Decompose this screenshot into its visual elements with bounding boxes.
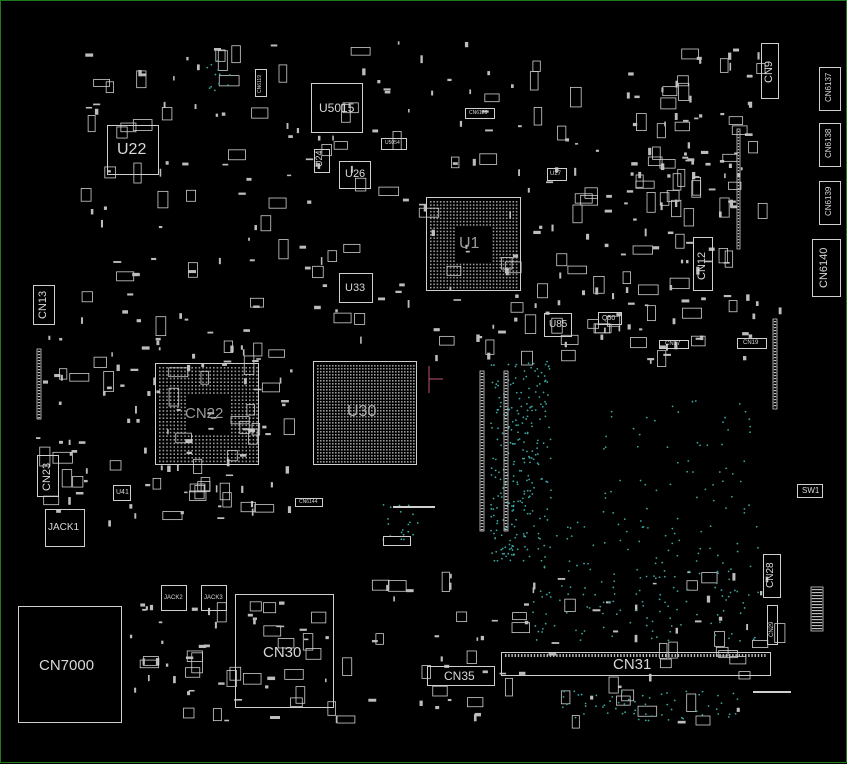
connector-cn13 <box>33 285 55 325</box>
jack-jack2 <box>161 585 187 611</box>
connector-cn28 <box>763 554 781 598</box>
label-cn6119: CN6119 <box>257 75 263 93</box>
connector-cn30 <box>235 594 334 708</box>
label-cn31: CN31 <box>613 656 652 673</box>
connector-cn6144 <box>295 498 323 507</box>
label-sw1: SW1 <box>802 486 820 495</box>
connector-cn6139 <box>819 181 841 225</box>
switch-sw1 <box>797 484 823 498</box>
label-cn6129: CN6129 <box>469 110 488 116</box>
chip-u33 <box>339 273 373 303</box>
connector-cn35 <box>427 666 495 686</box>
chip-u85 <box>544 313 572 337</box>
connector-cn6138 <box>819 123 841 167</box>
chip-u27 <box>547 168 567 181</box>
label-cn13: CN13 <box>37 290 49 319</box>
bga-u30 <box>313 361 417 465</box>
label-jack2: JACK2 <box>164 595 183 601</box>
connector-cn9 <box>761 43 779 99</box>
connector-cn6140 <box>812 239 841 297</box>
label-cn7000: CN7000 <box>39 657 95 674</box>
jack-jack3 <box>201 585 227 611</box>
bga-u1 <box>426 197 521 291</box>
label-u41: U41 <box>116 489 129 496</box>
label-u5054: U5054 <box>385 140 400 146</box>
label-jack3: JACK3 <box>204 595 223 601</box>
chip-u5054 <box>381 138 407 150</box>
label-cn12: CN12 <box>696 251 708 280</box>
chip-u26 <box>339 161 371 189</box>
label-u33: U33 <box>345 282 366 294</box>
label-u30: U30 <box>347 403 377 420</box>
chip-u24 <box>314 149 330 173</box>
label-u26: U26 <box>345 168 366 180</box>
transistor-q50 <box>598 312 622 325</box>
label-jack1: JACK1 <box>48 522 80 533</box>
connector-cn19 <box>737 338 767 349</box>
connector-cn6129 <box>465 108 495 119</box>
label-u27: U27 <box>550 171 562 177</box>
label-cn23: CN23 <box>41 462 53 491</box>
label-cn6137: CN6137 <box>824 72 833 102</box>
label-cn6138: CN6138 <box>824 128 833 158</box>
label-cn30: CN30 <box>263 644 302 661</box>
label-u24: U24 <box>314 150 324 167</box>
chip-u22 <box>107 125 159 175</box>
label-cn28: CN28 <box>765 562 776 588</box>
connector-cn6119 <box>255 69 267 97</box>
label-u22: U22 <box>117 141 147 158</box>
label-u1: U1 <box>459 235 480 252</box>
bga-cn22 <box>155 363 259 465</box>
label-cn22: CN22 <box>185 405 224 422</box>
label-u5015: U5015 <box>319 101 355 115</box>
label-cn17: CN17 <box>665 341 681 347</box>
label-u85: U85 <box>549 319 568 330</box>
chip-u5015 <box>311 83 363 133</box>
label-q50: Q50 <box>602 315 616 322</box>
label-cn6140: CN6140 <box>818 247 830 288</box>
label-cn6144: CN6144 <box>299 499 318 505</box>
connector-cn22-small <box>383 536 411 546</box>
label-cn29: CN29 <box>769 621 775 637</box>
connector-cn23 <box>37 455 59 497</box>
connector-cn12 <box>693 237 713 291</box>
connector-cn17 <box>659 340 689 349</box>
chip-u41 <box>113 485 131 501</box>
jack-jack1 <box>45 509 85 547</box>
label-cn19: CN19 <box>743 340 759 346</box>
label-cn35: CN35 <box>444 669 475 683</box>
connector-cn6137 <box>819 67 841 111</box>
label-cn9: CN9 <box>763 60 775 83</box>
connector-cn7000 <box>18 606 122 723</box>
connector-cn31 <box>501 652 771 676</box>
connector-cn29 <box>767 605 778 645</box>
label-cn6139: CN6139 <box>824 186 833 216</box>
